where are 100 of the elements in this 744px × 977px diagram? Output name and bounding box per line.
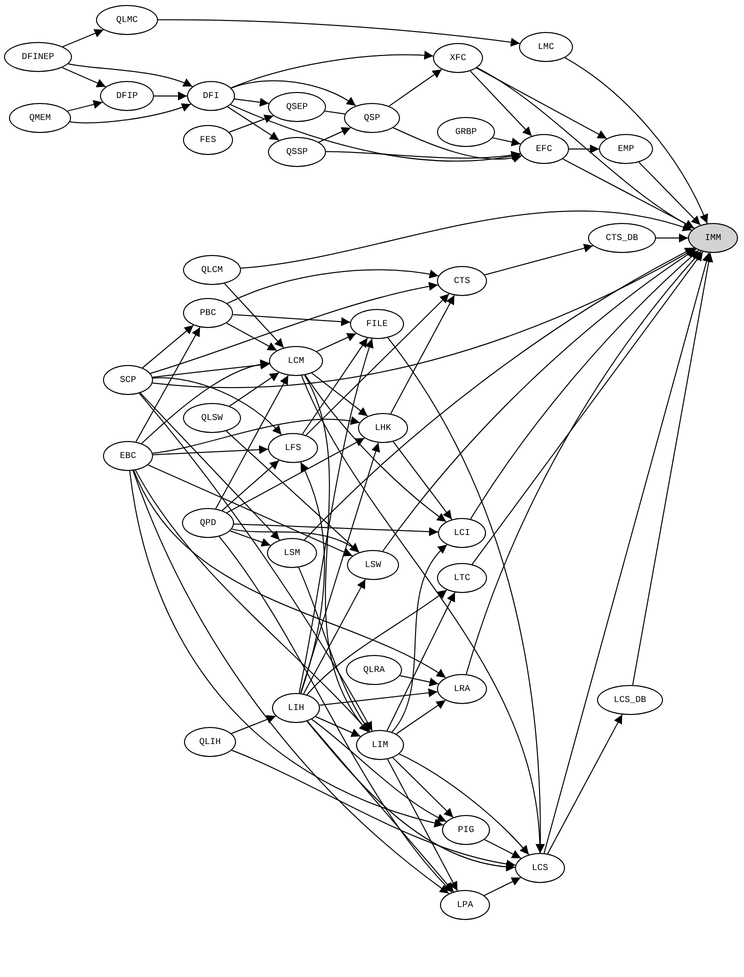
arrow	[476, 67, 694, 229]
ellipse-node: LTC	[437, 563, 487, 593]
arrow	[398, 753, 530, 856]
ellipse-node: QSEP	[268, 92, 326, 122]
arrow	[298, 338, 374, 694]
arrow	[132, 470, 450, 894]
arrow	[316, 333, 357, 352]
arrow	[152, 445, 269, 456]
arrow	[141, 360, 270, 444]
ellipse-node: EBC	[103, 441, 153, 471]
arrow	[306, 720, 454, 892]
arrow	[304, 374, 369, 732]
arrow	[382, 248, 697, 552]
arrow	[472, 251, 704, 565]
arrow	[226, 438, 365, 514]
arrow	[564, 57, 708, 224]
arrow	[230, 104, 522, 162]
ellipse-node: QLRA	[346, 655, 402, 685]
ellipse-node: CTS_DB	[588, 223, 656, 253]
arrow	[326, 150, 521, 160]
arrow	[315, 716, 361, 737]
arrow	[300, 442, 380, 694]
arrow	[226, 322, 278, 351]
ellipse-node: DFINEP	[4, 42, 72, 72]
ellipse-node: PBC	[183, 298, 233, 328]
arrow	[224, 283, 284, 348]
ellipse-node: GRBP	[437, 117, 495, 147]
arrow	[230, 530, 272, 547]
arrow	[152, 416, 360, 454]
arrow	[222, 460, 280, 511]
arrow	[476, 68, 608, 140]
arrow	[302, 338, 368, 435]
ellipse-node: LCS	[515, 853, 565, 883]
arrow	[233, 524, 439, 536]
arrow	[230, 80, 356, 106]
arrow	[240, 210, 692, 269]
ellipse-node: XFC	[433, 43, 483, 73]
arrow	[387, 758, 458, 892]
arrow	[232, 314, 351, 326]
arrow	[304, 374, 447, 522]
arrow	[138, 392, 373, 732]
arrow	[388, 68, 442, 107]
arrow	[387, 337, 545, 854]
ellipse-node: LSM	[267, 538, 317, 568]
ellipse-node: IMM	[688, 223, 738, 253]
arrow	[154, 92, 188, 100]
arrow	[227, 106, 280, 141]
ellipse-node: DFI	[187, 81, 235, 111]
arrow	[319, 688, 438, 706]
ellipse-node: LIM	[356, 730, 404, 760]
arrow	[386, 592, 456, 732]
arrow	[68, 63, 193, 88]
ellipse-node: LHK	[358, 413, 408, 443]
arrow	[142, 324, 194, 368]
arrow	[158, 19, 520, 47]
ellipse-node: LFS	[268, 433, 318, 463]
ellipse-node: QLMC	[96, 5, 158, 35]
arrow	[231, 528, 360, 553]
ellipse-node: LCI	[438, 518, 486, 548]
ellipse-node: LMC	[519, 32, 573, 62]
arrow	[229, 372, 280, 407]
ellipse-node: QLCM	[183, 255, 241, 285]
arrow	[218, 536, 453, 893]
ellipse-node: QSP	[344, 103, 400, 133]
arrow	[318, 127, 352, 143]
arrow	[66, 100, 103, 112]
arrow	[69, 103, 192, 124]
arrow	[544, 252, 711, 854]
ellipse-node: LCS_DB	[597, 685, 663, 715]
arrow	[470, 70, 532, 136]
arrow	[547, 714, 623, 854]
arrow	[234, 98, 270, 107]
ellipse-node: QMEM	[9, 103, 71, 133]
arrow	[150, 282, 438, 374]
arrow	[62, 29, 104, 48]
ellipse-node: QSSP	[268, 137, 326, 167]
arrow	[305, 293, 450, 436]
arrow	[215, 374, 289, 510]
arrow	[324, 108, 346, 118]
arrow	[392, 757, 454, 818]
arrow	[484, 244, 594, 276]
ellipse-node: CTS	[437, 266, 487, 296]
arrow	[152, 360, 270, 378]
arrow	[311, 372, 368, 417]
arrow	[300, 462, 325, 694]
arrow	[466, 250, 702, 675]
ellipse-node: QLSW	[183, 403, 241, 433]
arrow	[230, 715, 276, 734]
arrow	[484, 839, 522, 859]
ellipse-node: QPD	[182, 508, 234, 538]
ellipse-node: LCM	[269, 346, 323, 376]
arrow	[562, 158, 695, 229]
arrow	[390, 294, 455, 414]
ellipse-node: LPA	[440, 890, 490, 920]
ellipse-node: LIH	[272, 693, 320, 723]
arrow	[226, 430, 360, 553]
arrow	[129, 470, 444, 828]
arrow	[303, 578, 366, 694]
arrow	[62, 67, 106, 88]
ellipse-node: PIG	[442, 815, 490, 845]
